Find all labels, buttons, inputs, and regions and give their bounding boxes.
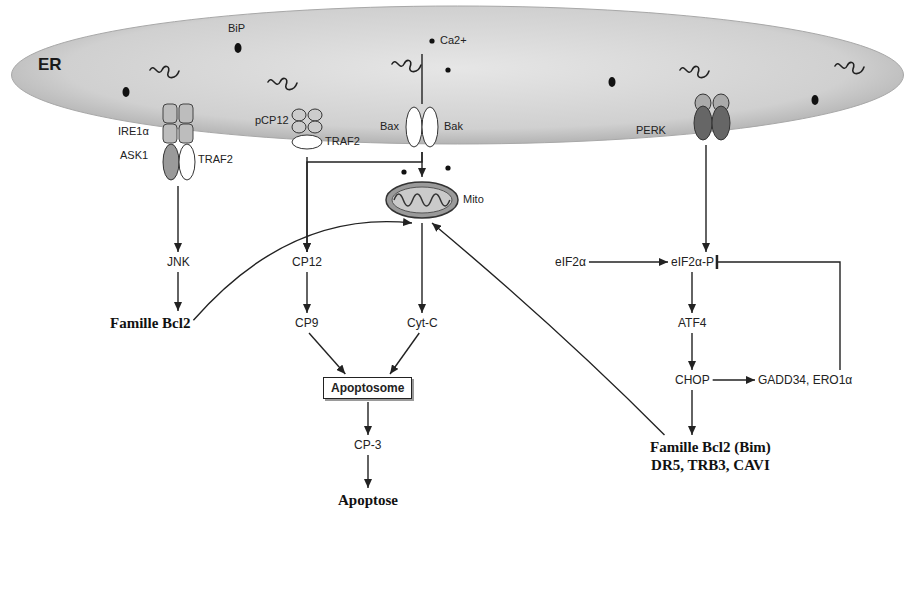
process-box: Apoptosome [323, 377, 412, 399]
part-label: BiP [228, 22, 245, 35]
node-text: GADD34, ERO1α [758, 373, 852, 387]
arrow-connector [390, 333, 419, 374]
arrow-connector [193, 222, 412, 321]
node-outline [118, 103, 240, 183]
pathway-step: CP-3 [354, 438, 381, 452]
arrow-connector [421, 223, 422, 313]
pathway-step: ATF4 [678, 316, 706, 330]
node-text: eIF2α [555, 255, 586, 269]
node-text: Bak [444, 120, 463, 133]
arrow-connector [367, 455, 368, 488]
pathway-step: eIF2α [555, 255, 586, 269]
inhibition-arrow [717, 262, 840, 370]
pathway-step: CP9 [295, 316, 318, 330]
node-text: DR5, TRB3, CAVI [650, 456, 771, 474]
mitochondrion: Mito [385, 180, 497, 220]
receptor-complex: PERK [636, 92, 746, 142]
node-text: Apoptose [338, 491, 398, 509]
node-text: CP12 [292, 255, 322, 269]
node-text: CHOP [675, 373, 710, 387]
node-text: eIF2α-P [671, 255, 714, 269]
node-text: Mito [463, 193, 484, 206]
protein-family: Famille Bcl2 (Bim)DR5, TRB3, CAVI [650, 438, 771, 474]
arrow-connector [713, 379, 755, 380]
receptor-complex: pCP12TRAF2 [255, 108, 365, 154]
arrow-connector [306, 272, 307, 313]
node-text: CP9 [295, 316, 318, 330]
node-text: Apoptosome [331, 381, 404, 395]
protein-family: Famille Bcl2 [110, 314, 190, 332]
node-text: Bax [380, 120, 399, 133]
pathway-step: CP12 [292, 255, 322, 269]
arrow-connector [432, 223, 664, 435]
node-text: Famille Bcl2 [110, 314, 190, 332]
receptor-complex: IRE1αASK1 TRAF2 [118, 103, 240, 183]
arrow-connector [691, 272, 692, 313]
pathway-step: GADD34, ERO1α [758, 373, 852, 387]
arrow-connector [589, 261, 668, 262]
node-text: PERK [636, 124, 666, 137]
node-text: ASK1 [120, 149, 148, 162]
node-text: IRE1α [118, 125, 149, 138]
part-label: Ca2+ [440, 34, 467, 47]
pathway-step: Cyt-C [407, 316, 438, 330]
outcome-label: Apoptose [338, 491, 398, 509]
arrow-connector [177, 272, 178, 311]
pathway-step: CHOP [675, 373, 710, 387]
arrow-connector [177, 186, 178, 252]
node-text: ER [38, 55, 62, 74]
node-text: TRAF2 [198, 153, 233, 166]
arrow-connector [691, 333, 692, 370]
arrow-connector [705, 145, 706, 252]
node-text: Famille Bcl2 (Bim) [650, 438, 771, 456]
node-text: pCP12 [255, 114, 289, 127]
node-text: TRAF2 [325, 135, 360, 148]
arrow-connector [309, 333, 345, 374]
arrow-connector [367, 402, 368, 435]
node-text: CP-3 [354, 438, 381, 452]
channel-complex: Bax Bak [380, 105, 470, 149]
node-text: JNK [167, 255, 190, 269]
arrow-connector [421, 152, 422, 177]
pathway-step: eIF2α-P [671, 255, 714, 269]
pathway-step: JNK [167, 255, 190, 269]
node-text: ATF4 [678, 316, 706, 330]
node-text: Cyt-C [407, 316, 438, 330]
arrow-connector [691, 390, 692, 435]
